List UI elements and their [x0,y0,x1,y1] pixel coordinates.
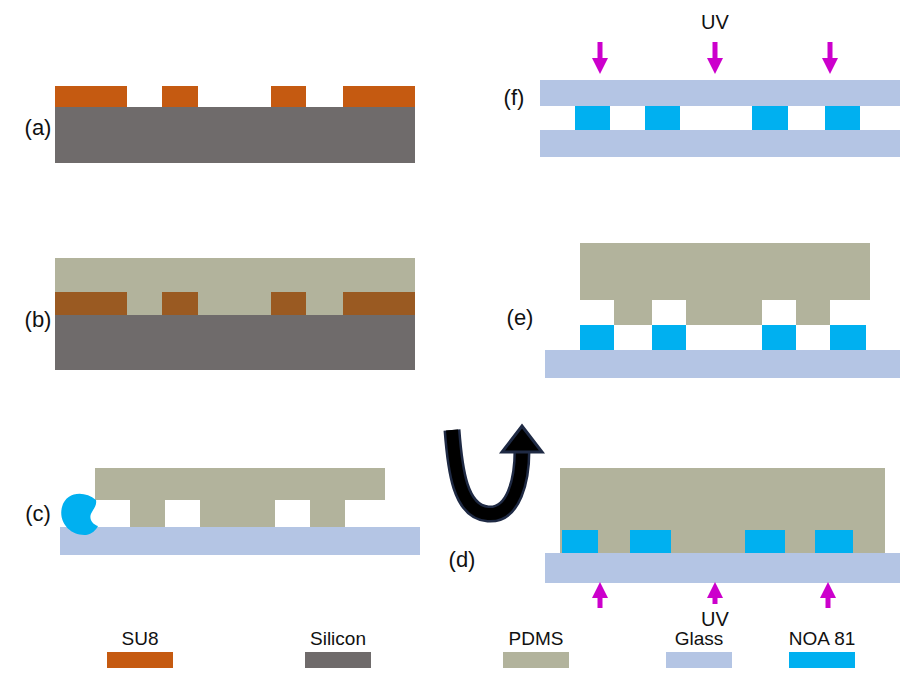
panel-e [545,243,900,378]
legend-label: Glass [675,629,724,648]
panel-f [540,42,900,157]
panel-d [545,468,900,608]
legend-swatch [305,652,371,668]
legend-label: NOA 81 [789,629,856,648]
legend-swatch [503,652,569,668]
legend-swatch [789,652,855,668]
legend-swatch [666,652,732,668]
legend-swatch [107,652,173,668]
uv-label: UV [701,609,729,629]
panel-label: (c) [25,503,51,525]
flip-arrow [452,426,542,514]
legend-label: PDMS [509,629,564,648]
panel-label: (d) [449,549,476,571]
panel-label: (a) [25,117,52,139]
panel-b [55,258,415,370]
panel-c [60,468,420,555]
uv-label: UV [701,12,729,32]
panel-a [55,86,415,163]
legend-label: SU8 [122,629,159,648]
legend-label: Silicon [310,629,366,648]
panel-label: (e) [507,307,534,329]
panel-label: (f) [504,87,525,109]
panel-label: (b) [25,309,52,331]
